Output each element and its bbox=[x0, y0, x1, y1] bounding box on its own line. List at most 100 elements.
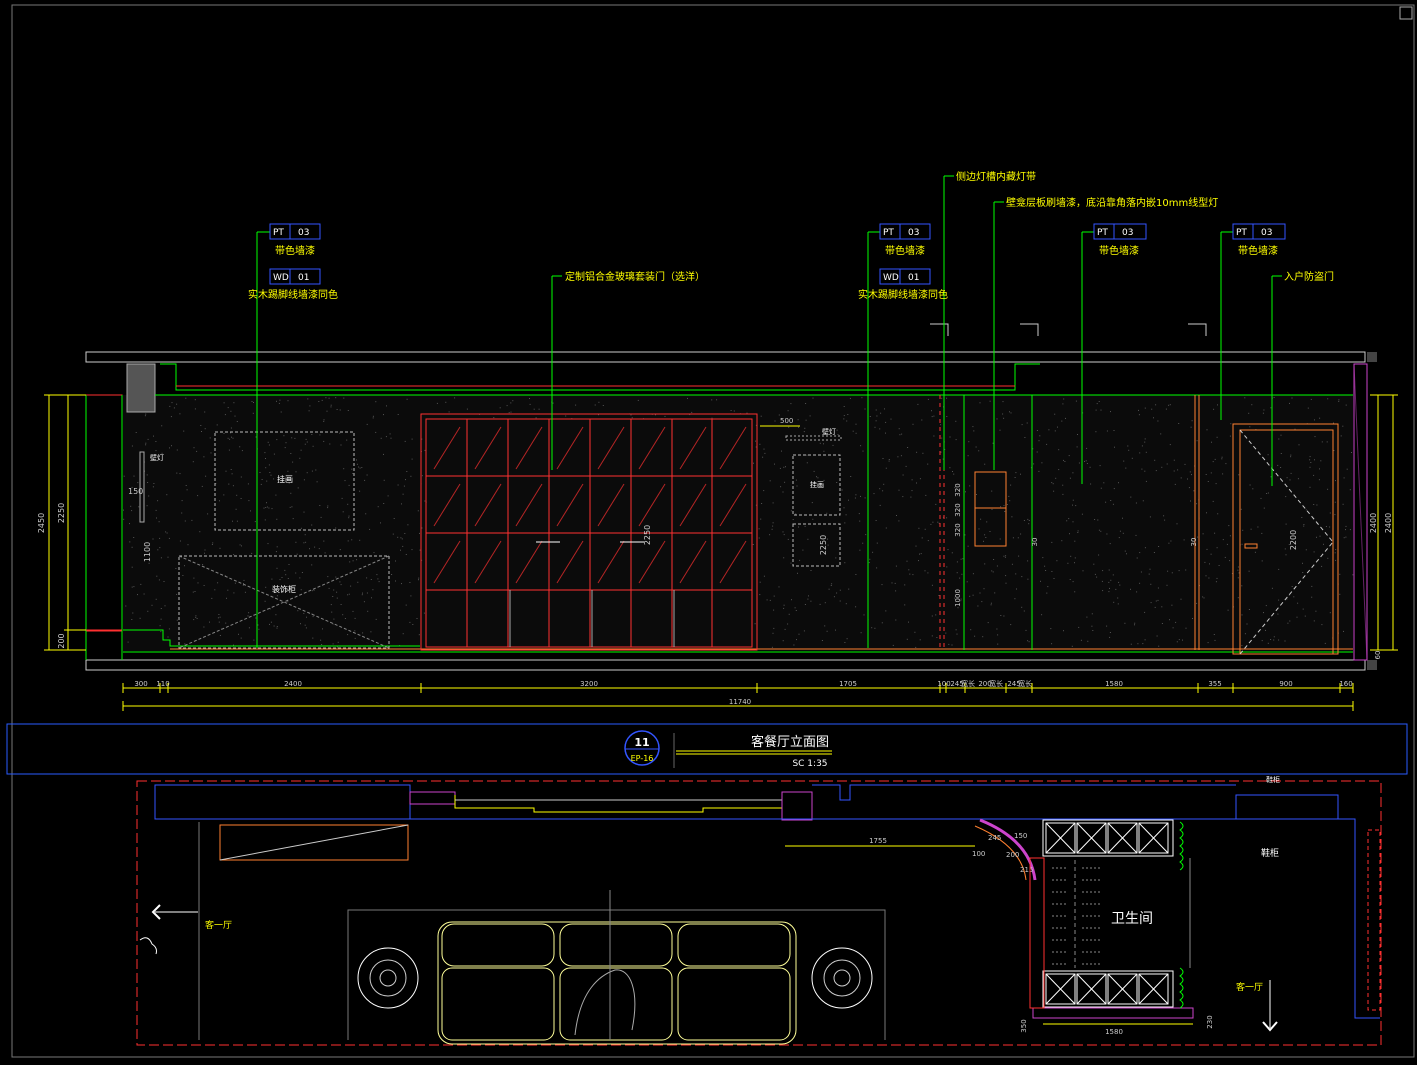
glass-door bbox=[420, 413, 758, 651]
svg-text:PT: PT bbox=[1236, 228, 1247, 238]
dim-b-8: 245 bbox=[1007, 680, 1020, 688]
mini-painting-1 bbox=[792, 454, 841, 516]
title-scale: SC 1:35 bbox=[792, 759, 827, 769]
callout-pt-mid: PT 03 带色墙漆 bbox=[879, 223, 931, 257]
dim-b-0: 300 bbox=[134, 680, 147, 688]
svg-text:PT: PT bbox=[273, 228, 284, 238]
callout-pt-left: PT 03 带色墙漆 bbox=[269, 223, 321, 257]
wall-lamp2-label: 壁灯 bbox=[822, 427, 836, 436]
dim-inner-4: 320 bbox=[954, 483, 962, 496]
dim-b-2: 2400 bbox=[284, 680, 302, 688]
title-text: 客餐厅立面图 bbox=[751, 734, 829, 750]
svg-text:带色墙漆: 带色墙漆 bbox=[885, 244, 925, 257]
svg-text:带色墙漆: 带色墙漆 bbox=[1238, 244, 1278, 257]
callout-entry-door: 入户防盗门 bbox=[1284, 270, 1334, 283]
dim-top: 500 bbox=[780, 417, 793, 425]
painting-label: 挂画 bbox=[277, 474, 293, 484]
dim-right-2: 60 bbox=[1374, 651, 1382, 660]
dim-inner-5: 320 bbox=[954, 503, 962, 516]
dim-b-11: 900 bbox=[1279, 680, 1292, 688]
dim-inner-3: 2250 bbox=[819, 535, 828, 555]
dim-b-7s: 宽长 bbox=[989, 679, 1003, 688]
lamp-bracket bbox=[785, 435, 842, 441]
dim-b-7: 200 bbox=[978, 680, 991, 688]
dim-inner-1: 1100 bbox=[143, 542, 152, 562]
plan-dim-100: 100 bbox=[972, 850, 985, 858]
dim-left-1: 2250 bbox=[57, 503, 66, 523]
viewport-corner-icon[interactable] bbox=[1399, 6, 1413, 20]
dim-b-3: 3200 bbox=[580, 680, 598, 688]
dim-right-1: 2400 bbox=[1384, 513, 1393, 533]
dim-total: 11740 bbox=[729, 698, 751, 706]
cabinet-label: 装饰柜 bbox=[272, 584, 296, 594]
dim-b-8s: 宽长 bbox=[1018, 679, 1032, 688]
callout-wd-left: WD 01 实木踢脚线墙漆同色 bbox=[248, 268, 338, 301]
dim-inner-7: 1000 bbox=[954, 589, 962, 607]
dim-b-6s: 宽长 bbox=[961, 679, 975, 688]
plan-arc-dim-2: 200 bbox=[1006, 851, 1019, 859]
plan-room-label: 卫生间 bbox=[1111, 911, 1153, 927]
plan-view: 客一厅 1755 100 245 150 200 215 卫生间 鞋柜 客一厅 … bbox=[136, 775, 1382, 1046]
svg-text:PT: PT bbox=[883, 228, 894, 238]
plan-shoe-label: 鞋柜 bbox=[1261, 847, 1279, 859]
title-sheet: EP-16 bbox=[631, 754, 654, 763]
dim-inner-0: 150 bbox=[128, 487, 143, 496]
dim-b-9: 1580 bbox=[1105, 680, 1123, 688]
wall-lamp-label: 壁灯 bbox=[150, 453, 164, 462]
plan-sofa bbox=[437, 921, 797, 1045]
callout-pt-right2: PT 03 带色墙漆 bbox=[1232, 223, 1286, 257]
dim-inner-9: 30 bbox=[1190, 538, 1198, 547]
dim-b-12: 160 bbox=[1339, 680, 1352, 688]
dim-inner-10: 2200 bbox=[1289, 530, 1298, 550]
plan-top-right-note: 鞋柜 bbox=[1266, 775, 1280, 784]
plan-dim-230: 230 bbox=[1206, 1015, 1214, 1028]
plan-arc-dim-3: 215 bbox=[1020, 866, 1033, 874]
dim-b-1: 110 bbox=[156, 680, 169, 688]
plan-tv-cabinet bbox=[219, 824, 409, 861]
svg-text:03: 03 bbox=[1261, 228, 1272, 238]
wall-lamp-left bbox=[139, 451, 145, 523]
plan-arrow-right-label: 客一厅 bbox=[1236, 981, 1263, 993]
svg-text:01: 01 bbox=[908, 273, 919, 283]
plan-dim-350: 350 bbox=[1020, 1019, 1028, 1032]
svg-text:WD: WD bbox=[273, 273, 289, 283]
svg-text:带色墙漆: 带色墙漆 bbox=[275, 244, 315, 257]
svg-text:带色墙漆: 带色墙漆 bbox=[1099, 244, 1139, 257]
dim-inner-6: 320 bbox=[954, 523, 962, 536]
svg-text:03: 03 bbox=[1122, 228, 1133, 238]
dim-inner-8: 30 bbox=[1031, 538, 1039, 547]
plan-dim-1755: 1755 bbox=[869, 837, 887, 845]
svg-text:03: 03 bbox=[298, 228, 309, 238]
ceiling-band bbox=[85, 351, 1366, 363]
niche-box bbox=[974, 471, 1007, 547]
dim-b-5: 100 bbox=[937, 680, 950, 688]
elevation-view: 挂画 装饰柜 壁灯 壁灯 挂画 bbox=[37, 170, 1398, 711]
viewport-border bbox=[11, 4, 1415, 1058]
svg-text:实木踢脚线墙漆同色: 实木踢脚线墙漆同色 bbox=[858, 288, 948, 301]
wall-surface bbox=[123, 395, 1353, 651]
callout-wd-mid: WD 01 实木踢脚线墙漆同色 bbox=[858, 268, 948, 301]
svg-text:实木踢脚线墙漆同色: 实木踢脚线墙漆同色 bbox=[248, 288, 338, 301]
ceiling-cap-right bbox=[1367, 352, 1377, 362]
plan-arrow-left-label: 客一厅 bbox=[205, 919, 232, 931]
plan-dim-1580: 1580 bbox=[1105, 1028, 1123, 1036]
dim-inner-2: 2250 bbox=[643, 525, 652, 545]
callout-light-trough: 侧边灯槽内藏灯带 bbox=[956, 170, 1036, 183]
mini-painting-2 bbox=[792, 523, 841, 567]
entry-door bbox=[1232, 423, 1339, 655]
mini-painting-label: 挂画 bbox=[810, 480, 824, 489]
dim-left-2: 200 bbox=[57, 633, 66, 648]
floor-cap-right bbox=[1367, 660, 1377, 670]
dim-b-4: 1705 bbox=[839, 680, 857, 688]
svg-text:PT: PT bbox=[1097, 228, 1108, 238]
dim-b-6: 245 bbox=[950, 680, 963, 688]
callout-pt-right1: PT 03 带色墙漆 bbox=[1093, 223, 1147, 257]
svg-text:WD: WD bbox=[883, 273, 899, 283]
svg-text:03: 03 bbox=[908, 228, 919, 238]
left-column bbox=[85, 394, 123, 632]
plan-arc-dim-1: 150 bbox=[1014, 832, 1027, 840]
title-number: 11 bbox=[634, 736, 649, 749]
dim-left-0: 2450 bbox=[37, 513, 46, 533]
plan-arc-dim-0: 245 bbox=[988, 834, 1001, 842]
